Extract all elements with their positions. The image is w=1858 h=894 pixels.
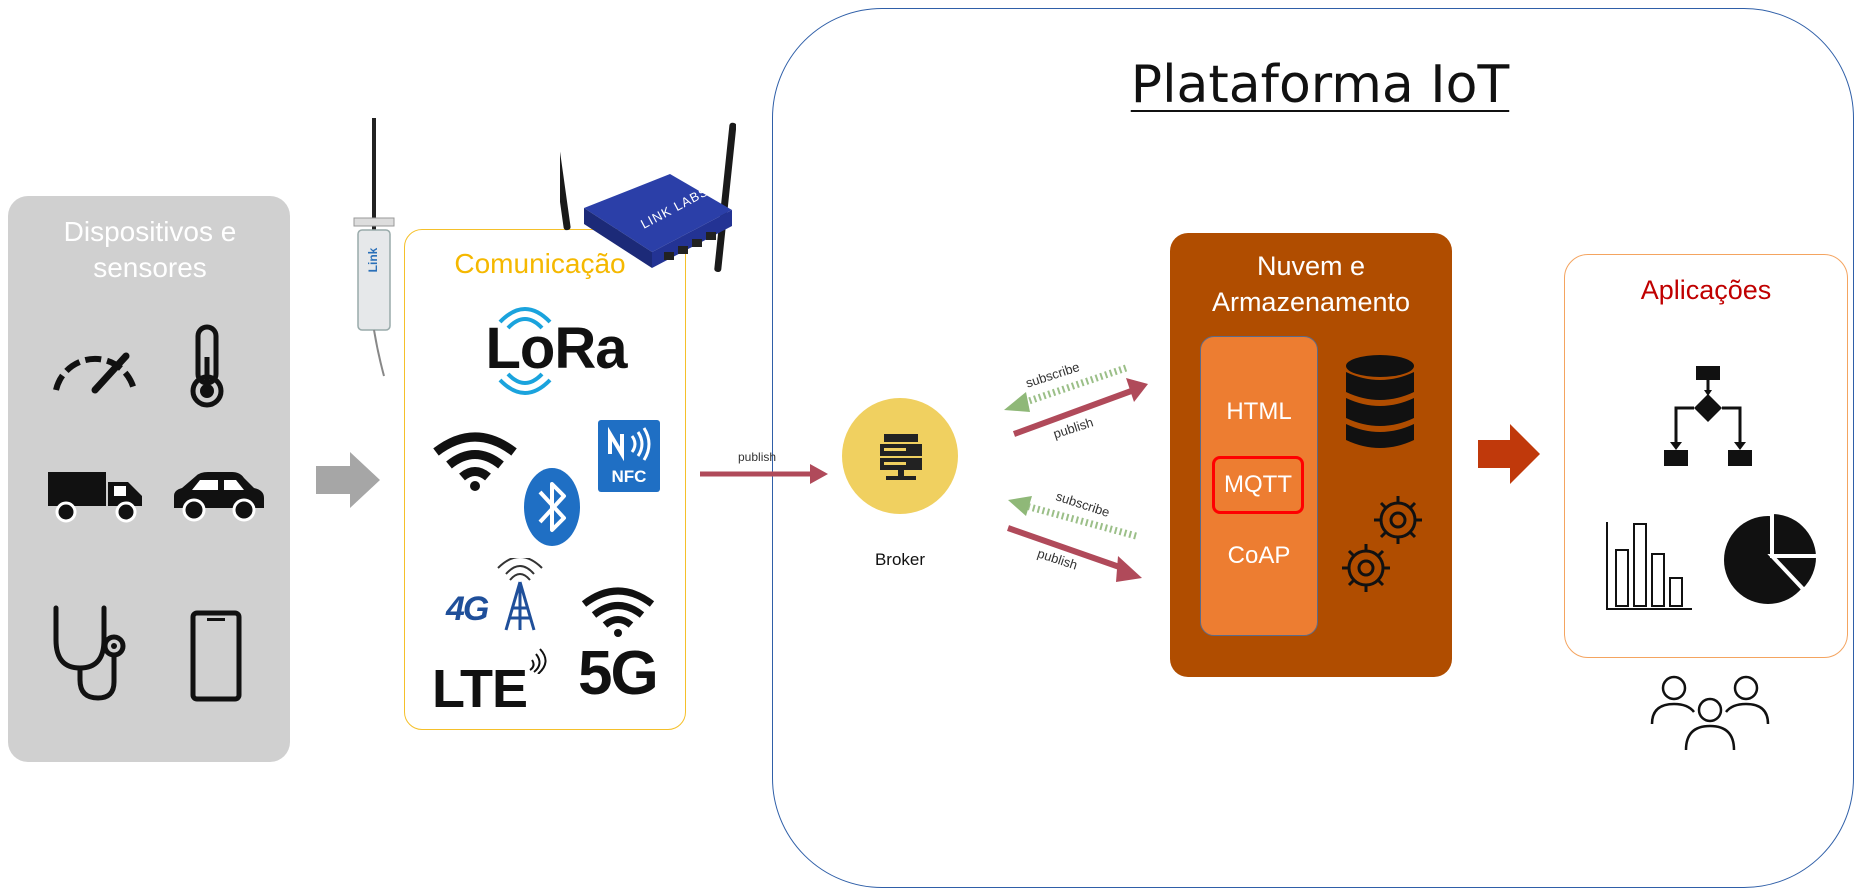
subscribe-top-arrow	[1004, 364, 1128, 412]
protocols-panel	[1200, 336, 1318, 636]
stethoscope-icon	[53, 605, 126, 701]
users-icon	[1650, 675, 1770, 751]
flowchart-icon	[1664, 366, 1752, 466]
cloud-to-applications-arrow	[1478, 424, 1540, 484]
protocol-mqtt: MQTT	[1212, 456, 1304, 514]
broker-label: Broker	[874, 550, 926, 569]
car-icon	[174, 472, 264, 522]
lora-device-brand: Link	[366, 247, 380, 273]
nfc-label: NFC	[611, 467, 647, 486]
smartphone-icon	[190, 610, 242, 702]
cell-tower-icon	[497, 558, 543, 631]
publish-to-broker-arrow	[700, 464, 828, 484]
publish-bottom-arrow	[1007, 525, 1142, 582]
devices-to-communication-arrow	[316, 452, 380, 508]
label-lte: LTE	[432, 659, 528, 719]
lora-logo: LoRa	[485, 315, 628, 381]
label-4g: 4G	[446, 590, 489, 628]
platform-title: Plataforma IoT	[1130, 55, 1510, 115]
gateway-image	[560, 113, 736, 273]
applications-panel	[1564, 254, 1848, 658]
pie-chart-icon	[1724, 510, 1820, 604]
bar-chart-icon	[1606, 522, 1692, 610]
speedometer-icon	[53, 352, 137, 394]
thermometer-icon	[190, 324, 224, 408]
subscribe-bottom-arrow	[1008, 496, 1137, 540]
lte-signal-icon	[529, 648, 547, 674]
protocol-html: HTML	[1226, 398, 1292, 425]
lora-waves-icon	[498, 307, 552, 395]
gears-icon	[1342, 496, 1422, 592]
label-5g: 5G	[578, 639, 659, 708]
publish-to-broker-label: publish	[738, 450, 777, 464]
publish-top-arrow	[1012, 378, 1148, 437]
applications-title: Aplicações	[1640, 274, 1772, 305]
nfc-icon	[608, 426, 651, 462]
platform-container	[772, 8, 1854, 888]
wifi-5g-icon	[581, 587, 655, 637]
lora-device-image	[353, 118, 395, 377]
database-icon	[1346, 355, 1414, 448]
bluetooth-icon	[524, 468, 580, 546]
devices-title: Dispositivos e sensores	[63, 216, 237, 283]
communication-title: Comunicação	[454, 248, 626, 279]
truck-icon	[48, 472, 142, 523]
cloud-title: Nuvem e Armazenamento	[1211, 251, 1411, 317]
wifi-icon	[433, 432, 517, 491]
protocol-coap: CoAP	[1227, 542, 1291, 569]
server-icon	[880, 434, 922, 480]
